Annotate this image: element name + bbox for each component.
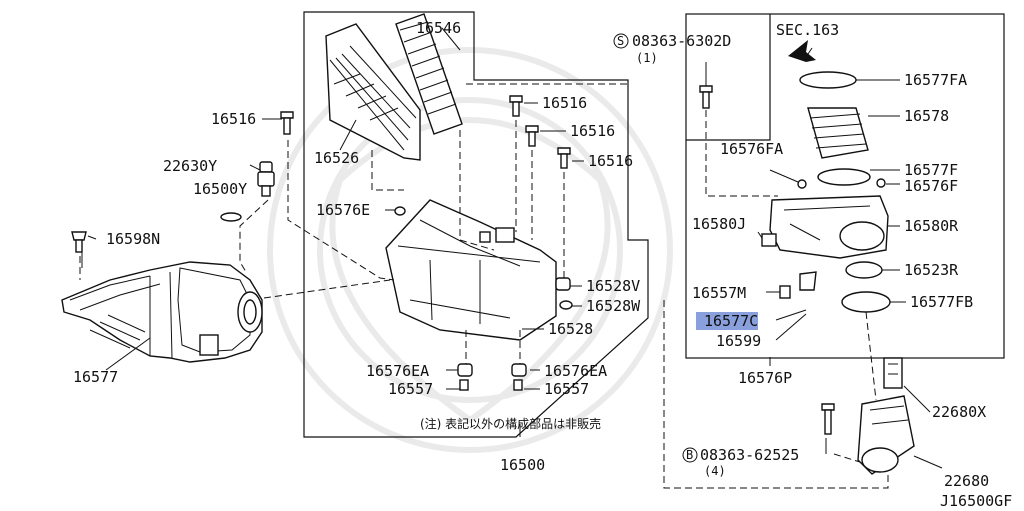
label-08363-62525: 08363-62525 [700,446,799,464]
washer-16528W[interactable] [559,300,573,310]
label-sec-163: SEC.163 [776,21,839,39]
grommet-16576E[interactable] [394,206,406,216]
bolt-b-letter: B [686,448,693,462]
bolt-16516-left[interactable] [280,111,294,135]
bushing-16528V[interactable] [555,277,571,291]
mount-16576EA-left[interactable] [457,363,473,377]
bolt-08363-6302D[interactable] [699,85,713,109]
label-16577F: 16577F [904,161,958,179]
label-16577FB: 16577FB [910,293,973,311]
label-16516-a: 16516 [542,94,587,112]
label-16576E: 16576E [316,201,370,219]
label-22630Y: 22630Y [163,157,217,175]
intake-duct-16577[interactable] [61,261,263,363]
clamp-16577FB[interactable] [841,291,891,313]
label-16557-left: 16557 [388,380,433,398]
label-16576EA-right: 16576EA [544,362,607,380]
bolt-16516-b[interactable] [525,125,539,147]
filter-element-16546[interactable] [395,13,463,135]
clip-16576F[interactable] [876,178,886,188]
air-cleaner-assembly-frame [303,11,649,438]
label-16523R: 16523R [904,261,959,279]
label-16598N: 16598N [106,230,160,248]
label-08363-62525-qty: (4) [704,464,726,478]
bolt-08363-62525[interactable] [821,403,835,435]
label-16546: 16546 [416,19,461,37]
clamp-16577F[interactable] [817,168,871,186]
leader-lines [81,27,943,469]
arrow-icon [788,40,816,62]
label-16528V: 16528V [586,277,640,295]
label-16576P: 16576P [738,369,792,387]
air-flow-meter-22680[interactable] [857,395,915,475]
mount-16576EA-right[interactable] [511,363,527,377]
bolt-s-symbol [613,33,629,49]
clamp-16577C[interactable] [799,271,817,291]
bracket-16580J[interactable] [761,233,777,247]
label-16576EA-left: 16576EA [366,362,429,380]
lid-16526[interactable] [325,23,421,161]
label-16580J: 16580J [692,215,746,233]
label-16576F: 16576F [904,177,958,195]
sensor-22630Y[interactable] [257,161,275,197]
label-22680: 22680 [944,472,989,490]
grommet-16500Y[interactable] [220,212,242,222]
hose-16578[interactable] [807,107,869,159]
label-16516-c: 16516 [588,152,633,170]
intake-duct-assembly-frame [685,13,1005,359]
bolt-s-letter: S [617,34,624,48]
note-text: (注) 表記以外の構成部品は非販売 [420,416,601,431]
label-16577: 16577 [73,368,118,386]
clamp-16577FA[interactable] [799,71,857,89]
label-08363-6302D-qty: (1) [636,51,658,65]
watermark [267,47,673,453]
bolt-16516-a[interactable] [509,95,523,117]
sensor-22680X[interactable] [883,357,903,389]
label-16526: 16526 [314,149,359,167]
label-16528: 16528 [548,320,593,338]
label-08363-6302D: 08363-6302D [632,32,731,50]
collar-16557-right[interactable] [513,379,523,391]
labels: 16546 16526 16516 16516 16516 16516 2263… [73,19,1012,510]
label-16576FA: 16576FA [720,140,783,158]
label-16516-b: 16516 [570,122,615,140]
label-16500: 16500 [500,456,545,474]
gasket-16523R[interactable] [845,261,883,279]
label-16577FA: 16577FA [904,71,967,89]
label-16557-right: 16557 [544,380,589,398]
collar-16557-left[interactable] [459,379,469,391]
label-16580R: 16580R [904,217,959,235]
dashed-connections [79,83,889,489]
label-16578: 16578 [904,107,949,125]
collar-16557M[interactable] [779,285,791,299]
label-16528W: 16528W [586,297,641,315]
part-highlight [696,312,758,330]
label-16599: 16599 [716,332,761,350]
bolt-16516-c[interactable] [557,147,571,169]
bolt-b-symbol [682,447,698,463]
clip-16576FA[interactable] [797,179,807,189]
grommet-16598N[interactable] [71,231,87,253]
label-16557M: 16557M [692,284,746,302]
label-16500Y: 16500Y [193,180,247,198]
label-16577C: 16577C [704,312,758,330]
air-cleaner-body-16528[interactable] [385,199,557,341]
resonator-16580R[interactable] [769,195,889,259]
label-22680X: 22680X [932,403,986,421]
intake-duct-frame-step [686,14,771,141]
diagram-id-code: J16500GF [940,492,1012,510]
label-16516-left: 16516 [211,110,256,128]
